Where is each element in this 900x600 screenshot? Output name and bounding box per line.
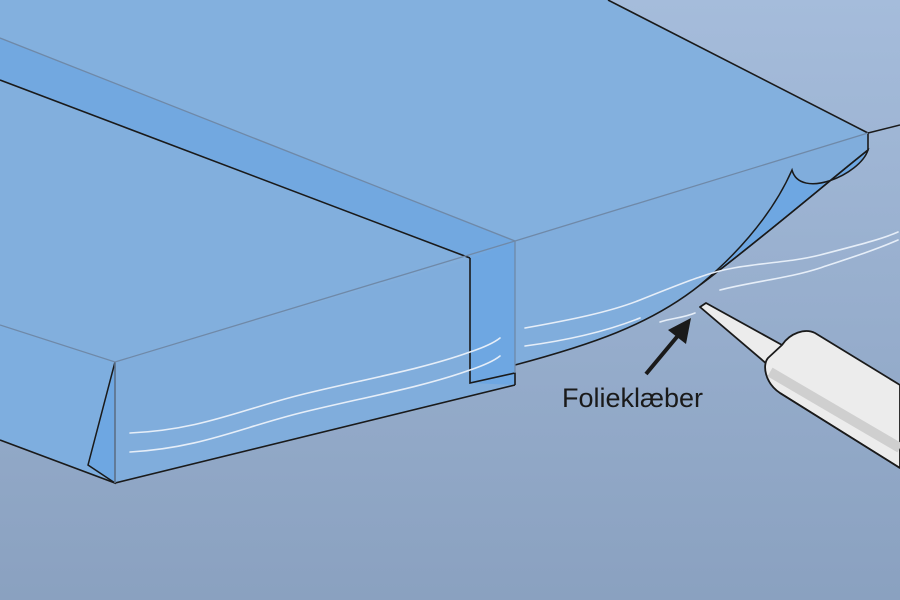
right-panel-front: [515, 133, 868, 365]
glue-tube-icon: [699, 302, 900, 469]
callout-label: Folieklæber: [562, 383, 704, 413]
far-slab-edge: [867, 124, 900, 134]
right-panel-strip: [0, 38, 515, 258]
arrow-up-right-icon: [644, 318, 691, 376]
panel-outlines: [0, 0, 869, 484]
left-panel-front: [115, 258, 515, 483]
groove-strip: [470, 241, 515, 385]
edge-highlights: [0, 37, 869, 483]
left-panel-top: [0, 80, 470, 362]
right-panel-top: [0, 0, 868, 258]
glue-lines: [129, 231, 899, 453]
left-panel-side: [0, 325, 115, 483]
